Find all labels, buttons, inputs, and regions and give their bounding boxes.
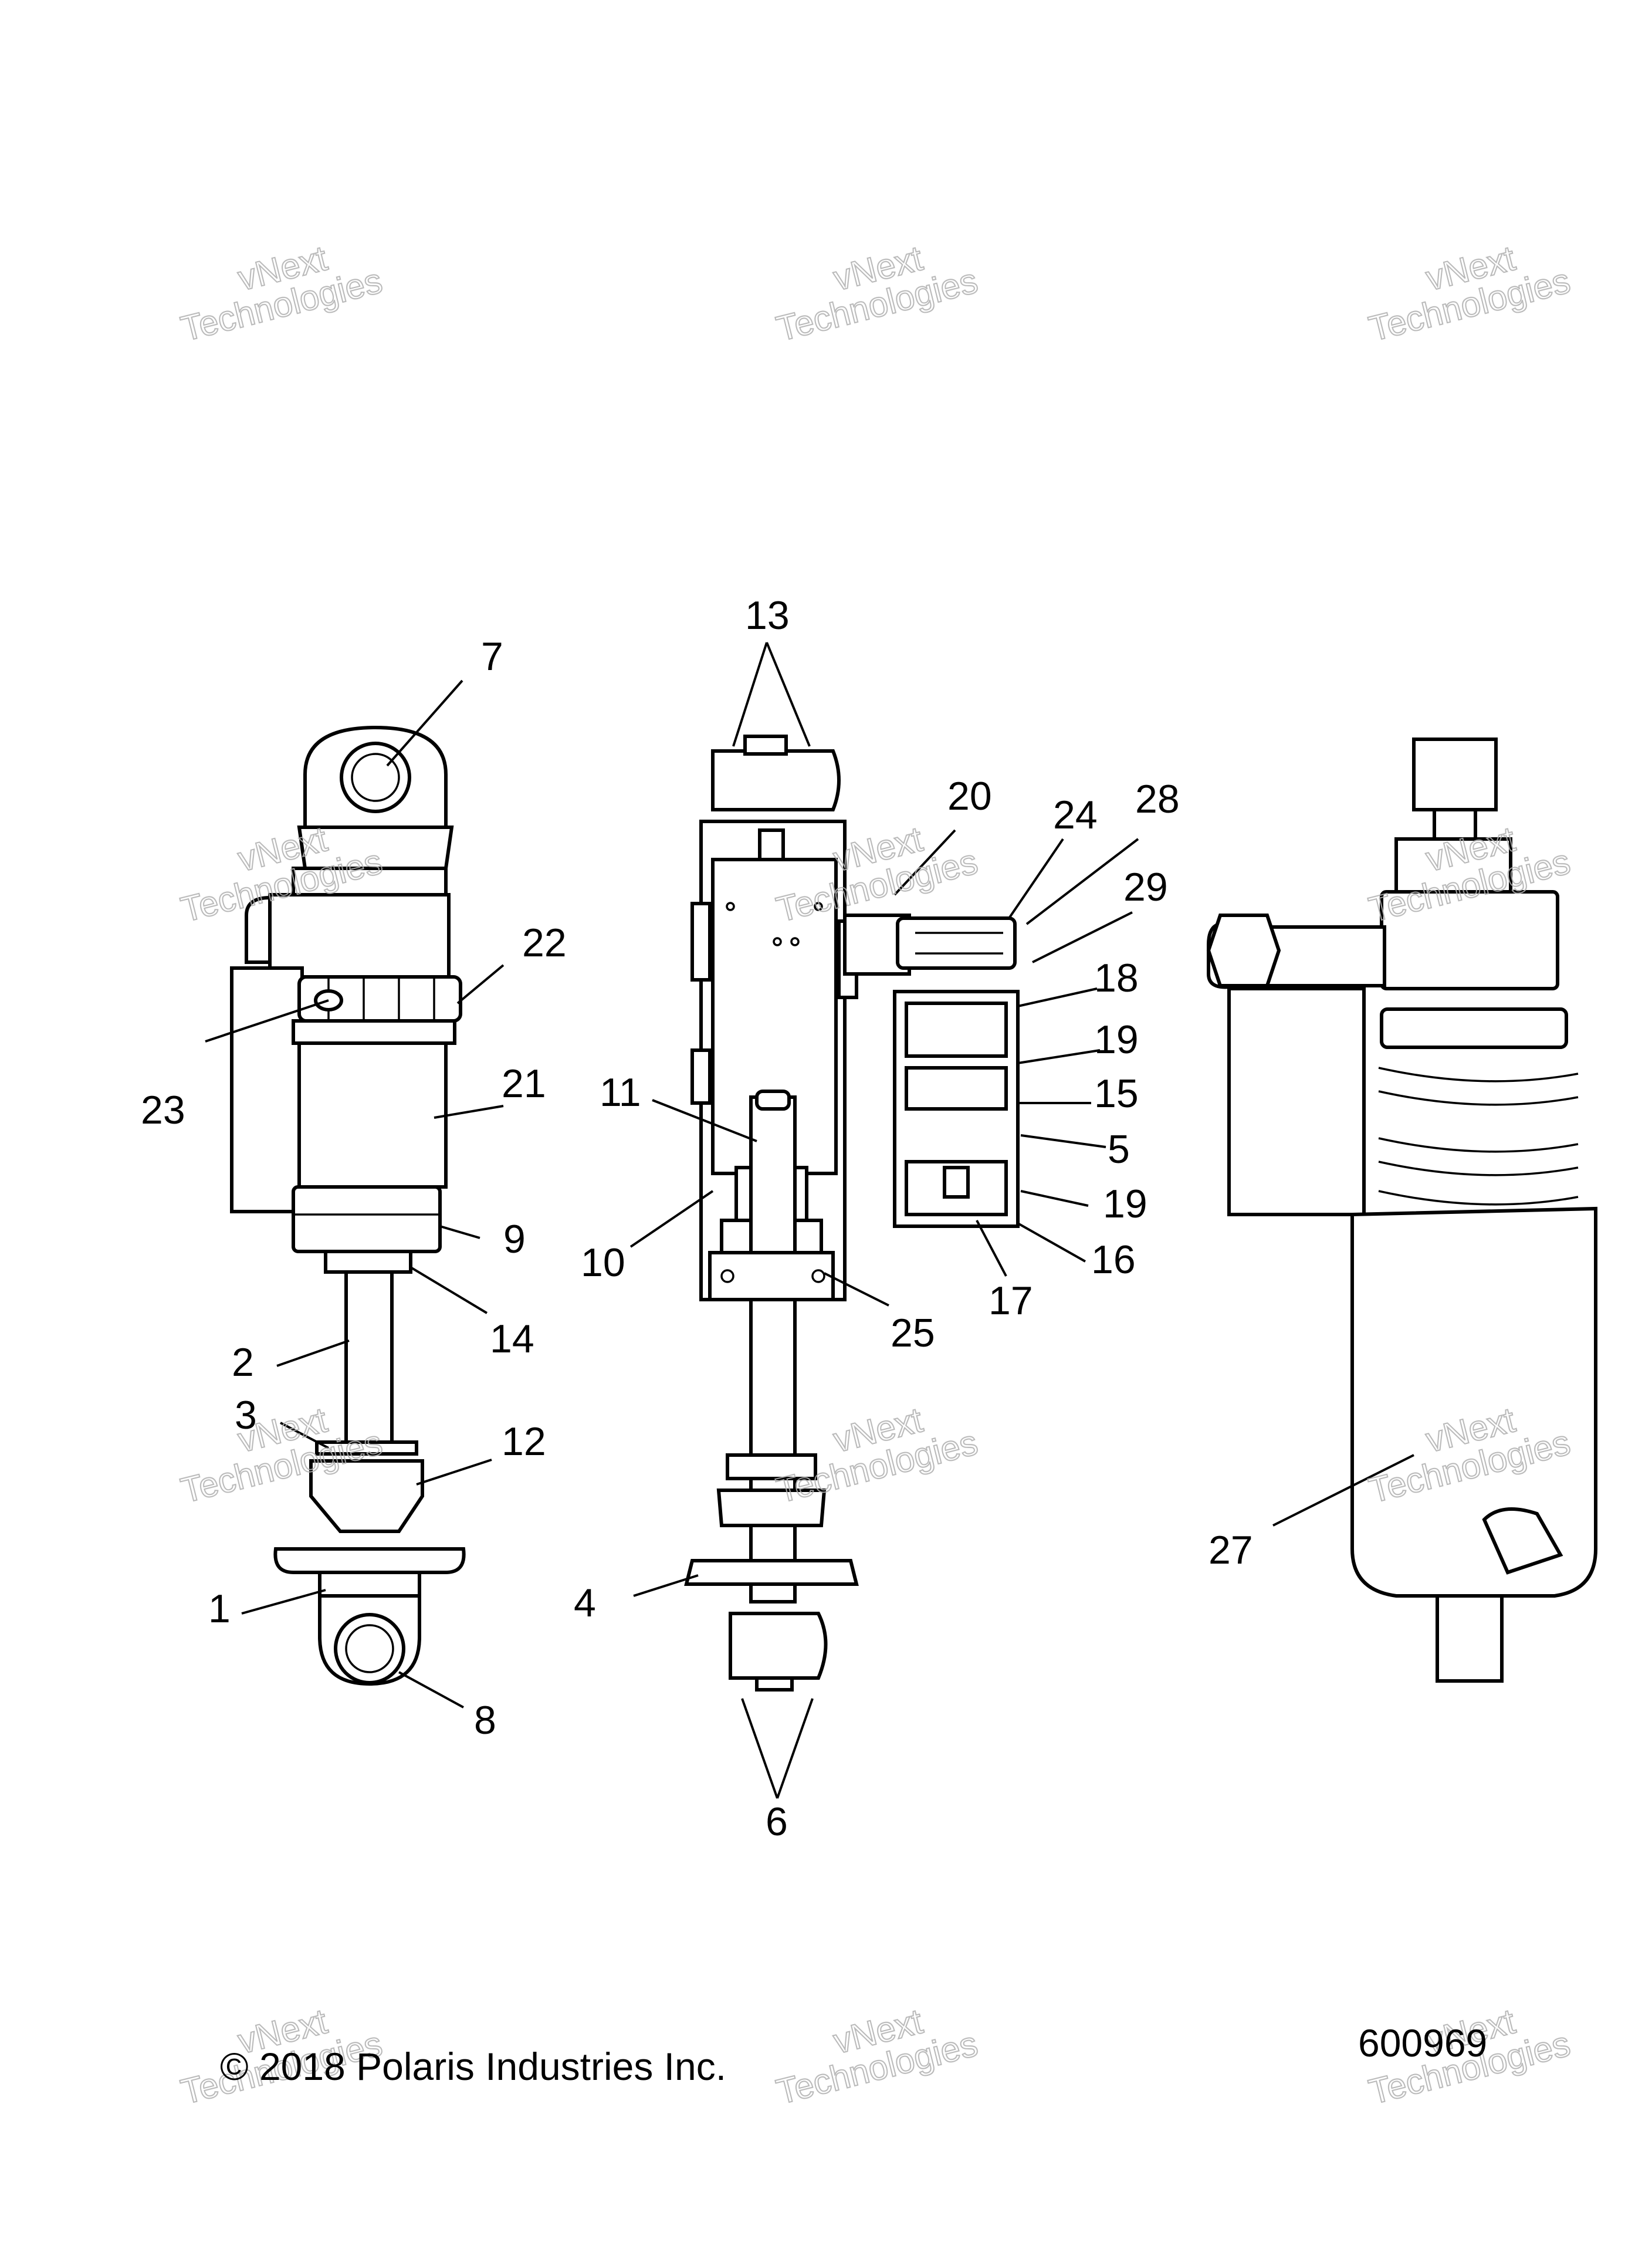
callout-labels: 1 2 3 4 5 6 7 8 9 10 11 12 13 14 15 16 1… xyxy=(141,593,1253,1844)
callout-19-lower: 19 xyxy=(1103,1182,1147,1226)
watermark-r4c2: vNext Technologies xyxy=(772,2001,982,2112)
watermark-r1c3: vNext Technologies xyxy=(1365,238,1575,349)
callout-3: 3 xyxy=(235,1393,257,1437)
watermark-r3c2: vNext Technologies xyxy=(772,1399,982,1511)
callout-29: 29 xyxy=(1123,865,1168,909)
copyright-notice: © 2018 Polaris Industries Inc. xyxy=(220,2045,726,2088)
leader-lines xyxy=(205,642,1414,1799)
watermark-r1c1: vNext Technologies xyxy=(177,238,387,349)
center-shock-section xyxy=(684,735,1020,1692)
callout-11: 11 xyxy=(600,1070,641,1115)
callout-8: 8 xyxy=(474,1698,496,1743)
right-shock-assembly xyxy=(1206,738,1597,1683)
callout-10: 10 xyxy=(581,1240,625,1285)
callout-18: 18 xyxy=(1094,956,1139,1000)
callout-24: 24 xyxy=(1053,793,1098,837)
callout-19-upper: 19 xyxy=(1094,1017,1139,1062)
callout-16: 16 xyxy=(1091,1237,1136,1282)
callout-15: 15 xyxy=(1094,1071,1139,1116)
callout-6: 6 xyxy=(766,1799,788,1844)
drawing-number: 600969 xyxy=(1358,2021,1487,2065)
left-shock-assembly xyxy=(230,725,466,1686)
callout-9: 9 xyxy=(503,1217,526,1261)
callout-2: 2 xyxy=(232,1340,254,1385)
callout-25: 25 xyxy=(891,1311,935,1355)
callout-21: 21 xyxy=(502,1061,546,1106)
callout-13: 13 xyxy=(745,593,790,638)
callout-23: 23 xyxy=(141,1088,185,1132)
callout-1: 1 xyxy=(208,1586,231,1631)
callout-7: 7 xyxy=(481,634,503,679)
watermark-r1c2: vNext Technologies xyxy=(772,238,982,349)
callout-5: 5 xyxy=(1108,1127,1130,1172)
callout-17: 17 xyxy=(989,1278,1033,1323)
callout-12: 12 xyxy=(502,1419,546,1464)
callout-20: 20 xyxy=(947,774,992,818)
callout-14: 14 xyxy=(490,1317,534,1361)
callout-28: 28 xyxy=(1135,777,1180,821)
callout-22: 22 xyxy=(522,921,567,965)
callout-27: 27 xyxy=(1208,1528,1253,1572)
callout-4: 4 xyxy=(574,1581,596,1625)
